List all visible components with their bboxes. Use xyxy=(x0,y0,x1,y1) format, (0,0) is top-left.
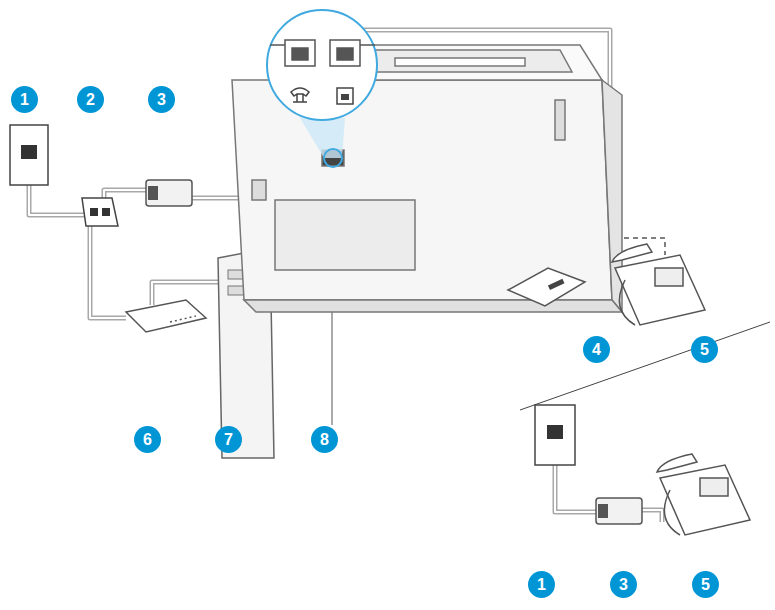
wall-jack xyxy=(10,125,48,185)
callout-number: 4 xyxy=(583,336,610,363)
dsl-modem xyxy=(126,300,206,332)
callout-number: 3 xyxy=(610,571,637,598)
port-zoom xyxy=(267,10,377,167)
callout-number: 1 xyxy=(11,86,38,113)
answering-machine xyxy=(508,268,585,306)
dsl-filter xyxy=(146,180,192,206)
callout-number: 5 xyxy=(691,336,718,363)
cables xyxy=(29,30,665,522)
callout-number: 7 xyxy=(215,426,242,453)
dsl-filter xyxy=(596,498,642,524)
splitter xyxy=(82,198,118,226)
callout-number: 3 xyxy=(148,86,175,113)
callout-number: 8 xyxy=(311,426,338,453)
wall-jack xyxy=(535,405,575,465)
callout-number: 2 xyxy=(77,86,104,113)
callout-number: 6 xyxy=(134,426,161,453)
telephone xyxy=(612,244,705,325)
telephone xyxy=(657,454,750,535)
callout-number: 1 xyxy=(528,571,555,598)
divider-line xyxy=(520,322,770,410)
callout-number: 5 xyxy=(692,571,719,598)
